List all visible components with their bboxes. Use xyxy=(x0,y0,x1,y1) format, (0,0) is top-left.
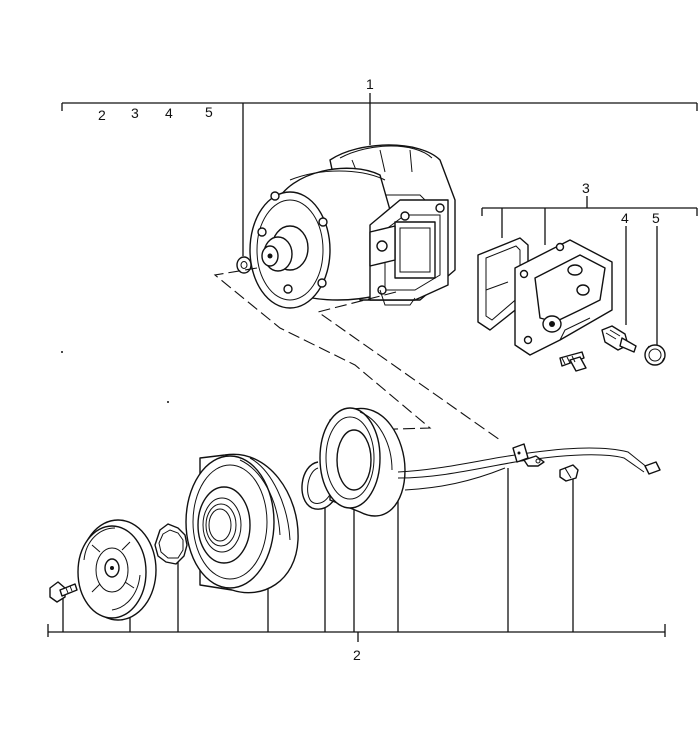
connection-block xyxy=(514,239,613,356)
callout-2-top: 2 xyxy=(98,107,106,123)
dashed-leader-coil xyxy=(316,291,501,441)
speck xyxy=(61,351,63,353)
bolt-right xyxy=(559,351,587,372)
bottom-callout-bracket xyxy=(47,468,666,642)
callout-5-top: 5 xyxy=(205,104,213,120)
callout-4-right: 4 xyxy=(621,210,629,226)
screw xyxy=(559,464,579,482)
dashed-leader-shaft xyxy=(213,267,432,431)
speck xyxy=(167,401,169,403)
field-coil xyxy=(319,407,406,517)
cap xyxy=(644,344,666,366)
callout-1-top: 1 xyxy=(366,76,374,92)
callout-3-right: 3 xyxy=(582,180,590,196)
pressure-plate xyxy=(77,519,157,621)
washer xyxy=(236,256,252,274)
callout-4-top: 4 xyxy=(165,105,173,121)
callout-3-top: 3 xyxy=(131,105,139,121)
shim xyxy=(154,523,188,565)
bolt-bottom xyxy=(49,581,78,603)
top-callout-bracket xyxy=(61,93,698,256)
callout-2-bottom: 2 xyxy=(353,647,361,663)
wire-harness xyxy=(397,443,661,491)
valve xyxy=(601,325,637,353)
callout-5-right: 5 xyxy=(652,210,660,226)
pulley xyxy=(185,453,299,594)
compressor-assembly xyxy=(249,144,456,309)
right-callout-bracket xyxy=(481,196,698,345)
